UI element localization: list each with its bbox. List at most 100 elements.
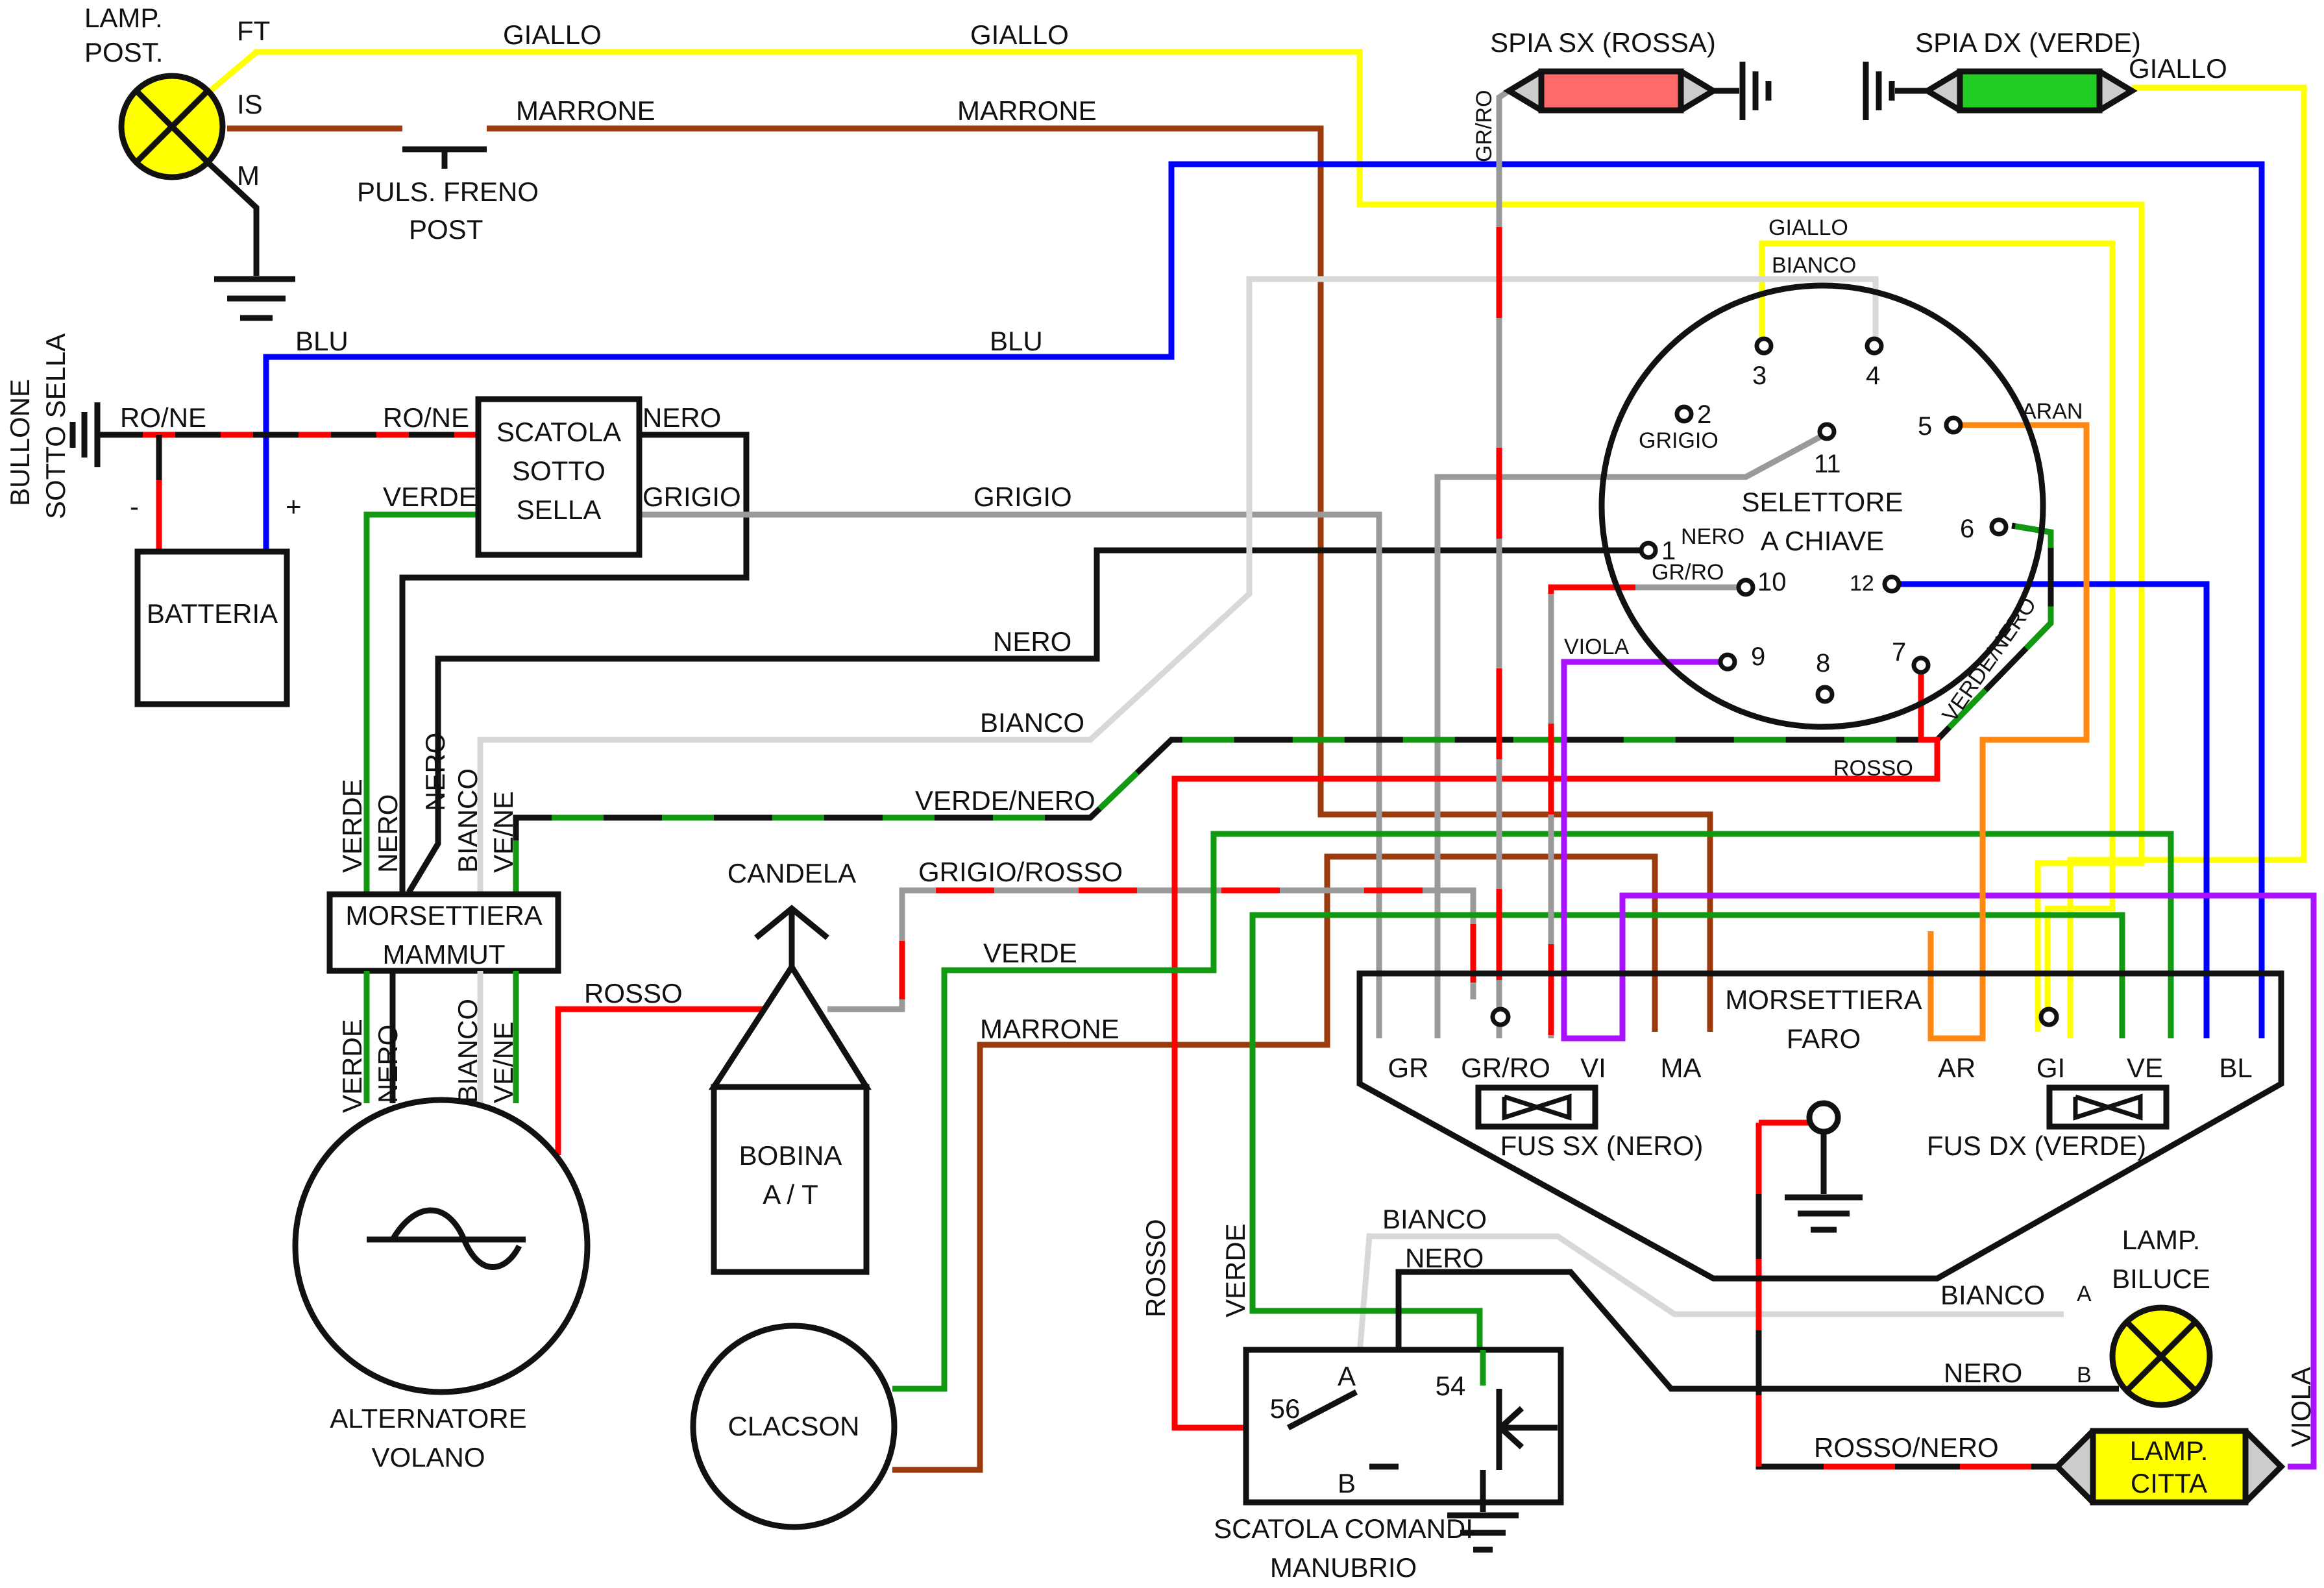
pin-label-11: 11	[1814, 450, 1841, 478]
morsettiera-faro: MORSETTIERA FARO GR GR/RO VI MA AR GI VE…	[1356, 970, 2284, 1282]
lbl-nero-4: NERO	[1405, 1243, 1484, 1273]
biluce-term-a: A	[2077, 1282, 2092, 1306]
wire-rosso-pin7	[1171, 672, 1940, 1431]
faro-term-gi: GI	[2037, 1053, 2065, 1083]
alternatore: ALTERNATORE VOLANO	[292, 1097, 591, 1472]
spia-dx: SPIA DX (VERDE)	[1863, 27, 2141, 120]
pin-7	[1911, 655, 1931, 675]
lbl-rone-1: RO/NE	[120, 402, 206, 433]
pin-label-12: 12	[1850, 571, 1874, 596]
morsettiera-mammut: MORSETTIERA MAMMUT	[326, 891, 561, 1103]
lamp-biluce: LAMP. BILUCE A B	[2077, 1225, 2213, 1408]
pin-label-4: 4	[1866, 361, 1880, 390]
wire-grigiorosso-red	[899, 887, 1476, 999]
comandi-term-56: 56	[1270, 1393, 1301, 1424]
pin-label-7: 7	[1892, 638, 1906, 666]
wire-rosso-bobina	[555, 1006, 766, 1155]
battery: BATTERIA - +	[130, 491, 302, 707]
spia-dx-label: SPIA DX (VERDE)	[1915, 27, 2141, 58]
lbl-viola-1: VIOLA	[1564, 635, 1629, 659]
lbl-verde-2: VERDE	[983, 938, 1077, 968]
selettore-pins	[1639, 336, 2009, 704]
faro-label-1: MORSETTIERA	[1725, 984, 1922, 1015]
lbl-grigio-3: GRIGIO	[1639, 428, 1719, 453]
wire-verde-clacson	[892, 831, 2174, 1392]
biluce-label-2: BILUCE	[2112, 1264, 2210, 1294]
bobina-label-1: BOBINA	[739, 1140, 842, 1171]
lbl-blu-2: BLU	[990, 326, 1043, 356]
selettore-label-1: SELETTORE	[1742, 487, 1903, 517]
lbl-nero-2: NERO	[993, 626, 1071, 657]
clacson: CLACSON	[690, 1323, 898, 1530]
pin-4	[1865, 336, 1884, 356]
pin-label-8: 8	[1816, 649, 1830, 678]
wire-arancio	[1927, 422, 2090, 1042]
comandi-label-2: MANUBRIO	[1270, 1552, 1417, 1583]
lbl-mammut-vene-top: VE/NE	[488, 791, 519, 873]
spia-sx-label: SPIA SX (ROSSA)	[1490, 27, 1716, 58]
lamp-post-label-2: POST.	[84, 37, 163, 67]
bobina: BOBINA A / T	[711, 1084, 870, 1275]
lbl-marrone-3: MARRONE	[980, 1014, 1119, 1044]
lbl-mammut-bianco-bot: BIANCO	[452, 999, 483, 1103]
wire-verde-scatola	[363, 511, 477, 892]
lbl-verdenero-1: VERDE/NERO	[915, 785, 1095, 816]
scatola-label-3: SELLA	[517, 495, 602, 525]
wire-rossonero-red	[1755, 1123, 2057, 1470]
battery-label: BATTERIA	[147, 598, 278, 629]
selettore-chiave: SELETTORE A CHIAVE 1 2 3 4 5 6 7 8 9 10 …	[1598, 282, 2046, 730]
lbl-giallo-2: GIALLO	[970, 19, 1069, 50]
pin-11	[1817, 422, 1837, 441]
lbl-rone-2: RO/NE	[383, 402, 469, 433]
fus-dx-label: FUS DX (VERDE)	[1927, 1130, 2146, 1161]
wire-blu	[263, 161, 2265, 1038]
lbl-grro-1: GR/RO	[1652, 560, 1724, 585]
pin-6	[1989, 517, 2009, 537]
pin-label-5: 5	[1918, 412, 1932, 441]
faro-ground	[1785, 1100, 1863, 1233]
faro-term-gr: GR	[1388, 1053, 1429, 1083]
pin-label-1: 1	[1661, 537, 1676, 565]
lamp-terminal-ft: FT	[237, 16, 270, 46]
wire-nero-scatola	[399, 432, 750, 892]
biluce-label-1: LAMP.	[2122, 1225, 2201, 1255]
pin-label-6: 6	[1960, 515, 1974, 543]
pin-label-2: 2	[1697, 400, 1711, 429]
candela: CANDELA	[708, 858, 872, 1090]
lbl-mammut-nero-top-1: NERO	[373, 794, 403, 873]
wire-bianco-comandi	[1353, 1233, 2064, 1393]
comandi-term-54: 54	[1436, 1371, 1466, 1401]
scatola-sotto-sella: SCATOLA SOTTO SELLA	[475, 396, 642, 558]
clacson-label: CLACSON	[728, 1411, 859, 1441]
lbl-mammut-bianco-top: BIANCO	[452, 768, 483, 873]
lbl-mammut-nero-top-2: NERO	[420, 733, 450, 811]
lbl-giallo-3: GIALLO	[2129, 53, 2227, 84]
pin-label-3: 3	[1752, 361, 1767, 390]
pin-8	[1815, 685, 1835, 704]
pin-2	[1674, 404, 1694, 424]
comandi-label-1: SCATOLA COMANDI	[1214, 1513, 1473, 1544]
faro-term-bl: BL	[2219, 1053, 2252, 1083]
faro-term-ve: VE	[2127, 1053, 2163, 1083]
pin-5	[1944, 415, 1963, 435]
pin-3	[1754, 336, 1774, 356]
lbl-mammut-verde-bot: VERDE	[337, 1019, 367, 1113]
lbl-blu-1: BLU	[295, 326, 349, 356]
wire-giallo-pin3	[1759, 240, 2116, 1012]
lbl-grigio-2: GRIGIO	[973, 482, 1072, 512]
lbl-grro-2: GR/RO	[1472, 90, 1497, 162]
battery-neg: -	[130, 491, 139, 522]
wire-verde-comandi	[1249, 912, 2125, 1386]
spia-sx: SPIA SX (ROSSA)	[1490, 27, 1772, 120]
fus-sx-label: FUS SX (NERO)	[1500, 1130, 1704, 1161]
lbl-verde-3: VERDE	[1220, 1223, 1251, 1317]
wire-rossonero	[1755, 1155, 2057, 1470]
lbl-nero-1: NERO	[642, 402, 721, 433]
lbl-aran: ARAN	[2022, 399, 2083, 424]
wire-verdenero	[513, 522, 2054, 892]
wire-nero-pin1	[406, 547, 1648, 894]
mammut-label-2: MAMMUT	[383, 939, 506, 970]
citta-label-1: LAMP.	[2130, 1435, 2208, 1466]
lamp-post: LAMP. POST. FT IS M	[84, 3, 295, 321]
